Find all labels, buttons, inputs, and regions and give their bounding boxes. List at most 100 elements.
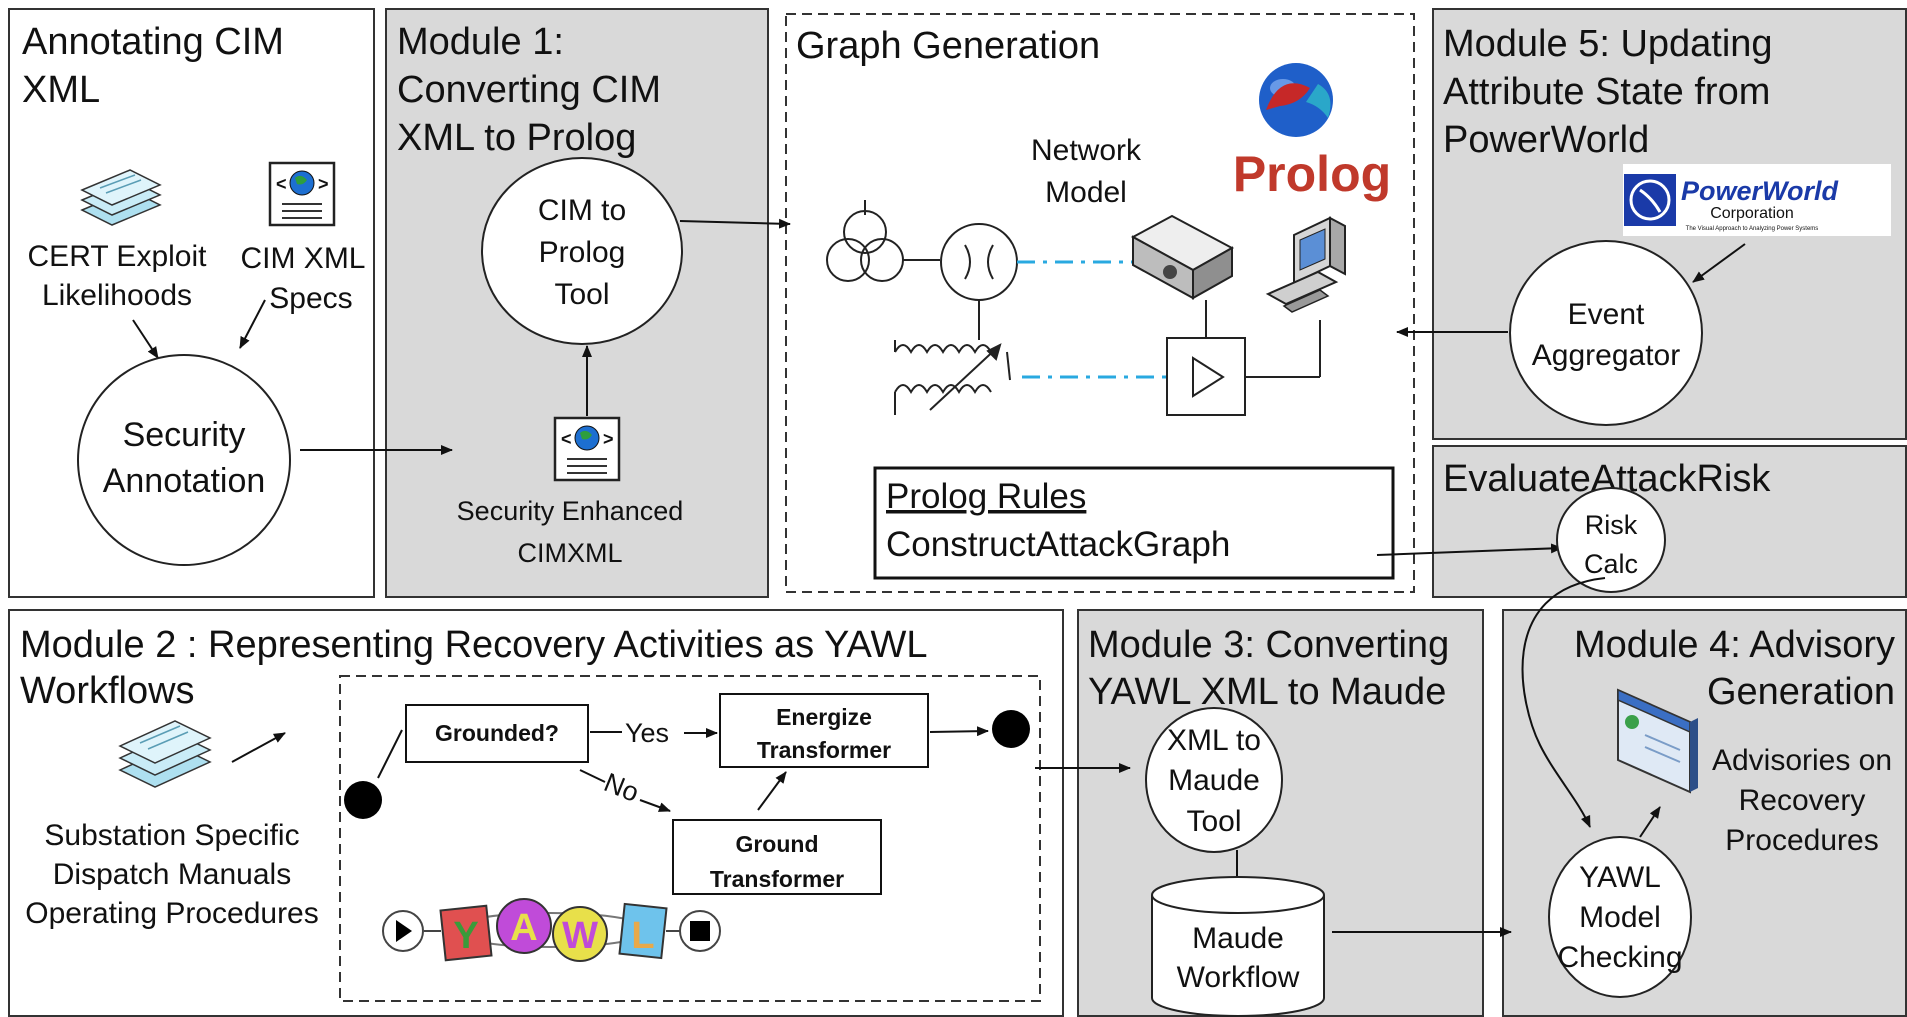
cimxml-specs-label-line2: Specs: [269, 282, 352, 315]
arrow-risk-to-model-checking: [1521, 577, 1606, 828]
maude-workflow-cylinder: [1151, 876, 1325, 1017]
browser-window-icon: [1617, 688, 1698, 794]
yawl-model-checking-node: [1548, 836, 1692, 998]
grounded-decision-box: [405, 704, 589, 763]
manuals-line3: Operating Procedures: [25, 897, 319, 930]
maude-tool-line2: Maude: [1168, 764, 1260, 797]
powerworld-logo: PowerWorld Corporation The Visual Approa…: [1623, 164, 1891, 236]
enhanced-cimxml-line2: CIMXML: [517, 538, 622, 568]
powerworld-logo-tagline: The Visual Approach to Analyzing Power S…: [1686, 226, 1819, 232]
cim-tool-line3: Tool: [554, 278, 609, 311]
module2-title-line1: Module 2 : Representing Recovery Activit…: [20, 624, 928, 666]
svg-text:<: <: [561, 429, 572, 449]
enhanced-cimxml-line1: Security Enhanced: [457, 496, 684, 526]
module1-title-line3: XML to Prolog: [397, 117, 636, 159]
advisories-line2: Recovery: [1739, 784, 1866, 817]
prolog-logo-text: Prolog: [1233, 146, 1391, 202]
svg-text:<: <: [276, 174, 287, 194]
edge-energize-to-end: [929, 726, 989, 737]
energize-line1: Energize: [776, 704, 872, 730]
network-device-icon: [1130, 214, 1235, 300]
event-aggregator-node: [1509, 240, 1703, 426]
arrow-manuals-to-workflow: [231, 732, 286, 763]
prolog-logo: Prolog: [1233, 63, 1391, 202]
risk-calc-line1: Risk: [1585, 510, 1638, 540]
event-aggregator-line2: Aggregator: [1532, 339, 1680, 372]
maude-workflow-line1: Maude: [1192, 922, 1284, 955]
model-checking-line2: Model: [1579, 901, 1661, 934]
computer-workstation-icon: [1265, 216, 1346, 313]
ground-line1: Ground: [735, 831, 818, 857]
energize-line2: Transformer: [757, 737, 891, 763]
risk-calc-line2: Calc: [1584, 549, 1638, 579]
arrow-rules-to-risk: [1376, 543, 1563, 556]
maude-workflow-line2: Workflow: [1177, 961, 1300, 994]
model-checking-line3: Checking: [1557, 941, 1682, 974]
prolog-rules-line1: Prolog Rules: [886, 477, 1086, 516]
maude-tool-line3: Tool: [1186, 805, 1241, 838]
advisories-line1: Advisories on: [1712, 744, 1892, 777]
stacked-documents-icon: [80, 169, 162, 226]
edge-ground-to-energize: [757, 771, 787, 811]
manuals-line1: Substation Specific: [44, 819, 299, 852]
network-model-line2: Model: [1045, 176, 1127, 209]
cim-tool-line1: CIM to: [538, 194, 626, 227]
manuals-line2: Dispatch Manuals: [53, 858, 291, 891]
yawl-letter-y: Y: [453, 915, 478, 957]
cimxml-specs-label-line1: CIM XML: [240, 242, 365, 275]
risk-calc-node: [1556, 487, 1666, 593]
enhanced-xml-document-icon: < >: [553, 416, 621, 482]
module3-title-line1: Module 3: Converting: [1088, 624, 1449, 666]
advisories-line3: Procedures: [1725, 824, 1878, 857]
yawl-letter-a: A: [510, 907, 537, 949]
annotating-title-line2: XML: [22, 69, 100, 111]
module5-title-line1: Module 5: Updating: [1443, 23, 1773, 65]
energize-transformer-box: [719, 693, 929, 768]
arrow-tool-to-graph: [679, 218, 791, 229]
yawl-letter-l: L: [631, 915, 654, 957]
workflow-start-node: [344, 781, 382, 819]
module2-title-line2: Workflows: [20, 670, 195, 712]
arrow-cert-to-annotation: [132, 319, 159, 359]
panel-evaluate: [1432, 445, 1907, 598]
cert-label-line2: Likelihoods: [42, 279, 192, 312]
module5-title-line3: PowerWorld: [1443, 119, 1649, 161]
cim-to-prolog-tool-node: [481, 157, 683, 345]
powerworld-logo-sub: Corporation: [1710, 205, 1794, 222]
graph-generation-title: Graph Generation: [796, 25, 1100, 67]
yes-label: Yes: [625, 718, 669, 748]
arrow-specs-to-annotation: [239, 299, 266, 349]
module5-title-line2: Attribute State from: [1443, 71, 1770, 113]
workflow-end-node: [992, 710, 1030, 748]
powerworld-logo-text: PowerWorld: [1681, 176, 1839, 206]
edge-start-to-grounded: [377, 729, 403, 779]
manuals-documents-icon: [118, 720, 212, 788]
module4-title-line1: Module 4: Advisory: [1574, 624, 1895, 666]
model-checking-line1: YAWL: [1579, 861, 1661, 894]
edge-no-b: [639, 799, 671, 812]
security-annotation-node: [77, 354, 291, 566]
annotating-title-line1: Annotating CIM: [22, 21, 284, 63]
network-model-line1: Network: [1031, 134, 1142, 167]
cim-tool-line2: Prolog: [539, 236, 626, 269]
xml-to-maude-tool-node: [1145, 707, 1283, 853]
edge-no-a: [579, 769, 606, 783]
cert-label-line1: CERT Exploit: [28, 240, 208, 273]
security-annotation-line1: Security: [123, 416, 246, 454]
ground-transformer-box: [672, 819, 882, 895]
maude-tool-line1: XML to: [1167, 724, 1261, 757]
security-annotation-line2: Annotation: [103, 462, 266, 500]
svg-text:>: >: [318, 174, 329, 194]
grounded-label: Grounded?: [435, 720, 559, 746]
module4-title-line2: Generation: [1707, 671, 1895, 713]
event-aggregator-line1: Event: [1568, 298, 1645, 331]
module1-title-line2: Converting CIM: [397, 69, 661, 111]
arrow-powerworld-to-aggregator: [1692, 243, 1746, 283]
svg-text:>: >: [603, 429, 614, 449]
yawl-logo: Y A W L: [382, 898, 721, 962]
module1-title-line1: Module 1:: [397, 21, 564, 63]
ground-line2: Transformer: [710, 866, 844, 892]
prolog-rules-box: [873, 466, 1395, 580]
prolog-rules-line2: ConstructAttackGraph: [886, 525, 1230, 564]
